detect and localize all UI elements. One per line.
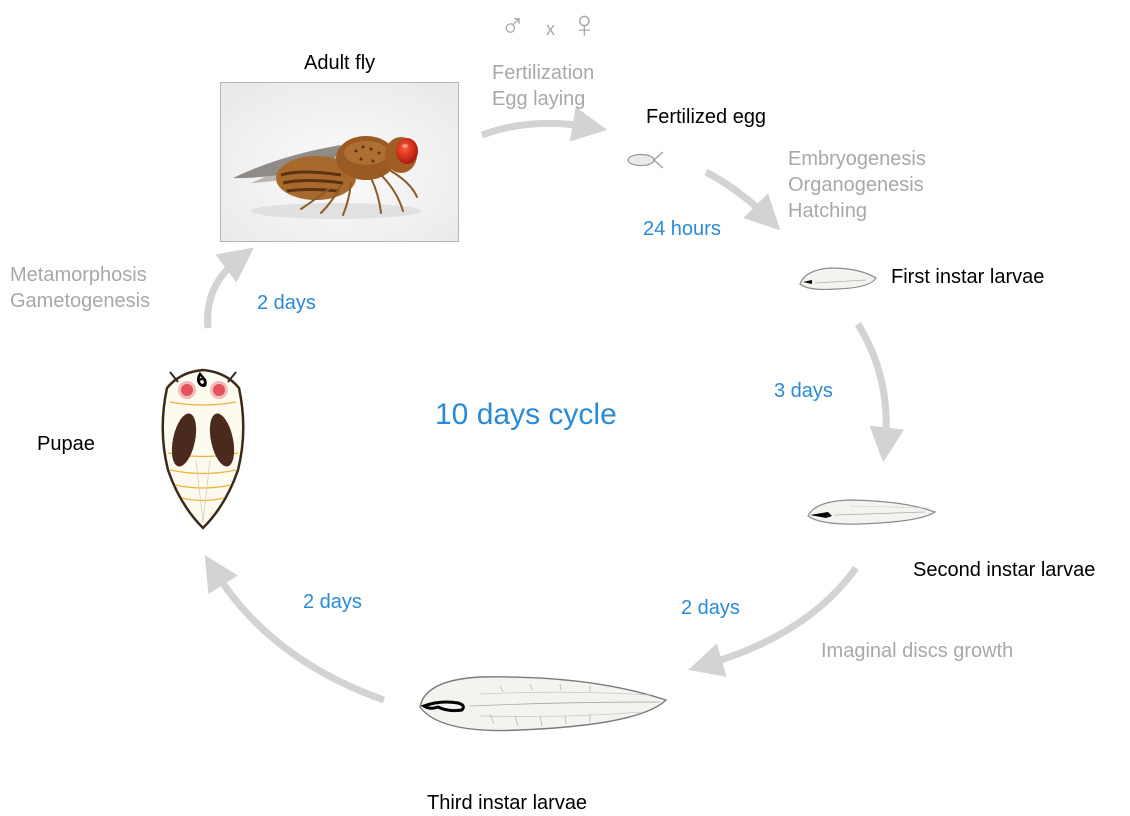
process-metamorphosis: Metamorphosis Gametogenesis	[10, 262, 150, 314]
second-instar-larva-icon	[808, 500, 935, 524]
cross-x-label: x	[546, 16, 555, 42]
duration-third-to-pupae: 2 days	[303, 590, 362, 615]
stage-label-third-instar: Third instar larvae	[427, 791, 587, 816]
stage-label-pupae: Pupae	[37, 432, 95, 457]
pupa-icon	[163, 370, 244, 528]
male-symbol: ♂	[500, 6, 526, 46]
center-title: 10 days cycle	[435, 396, 617, 434]
female-symbol: ♀	[570, 2, 599, 48]
process-embryogenesis: Embryogenesis Organogenesis Hatching	[788, 146, 926, 224]
stage-label-fertilized-egg: Fertilized egg	[646, 105, 766, 130]
arrow-egg-to-first-instar	[706, 172, 768, 218]
arrow-first-to-second-instar	[858, 324, 886, 445]
stage-label-first-instar: First instar larvae	[891, 265, 1044, 290]
process-line: Organogenesis	[788, 172, 926, 198]
process-imaginal-discs: Imaginal discs growth	[821, 638, 1013, 664]
process-line: Fertilization	[492, 60, 594, 86]
stage-label-second-instar: Second instar larvae	[913, 558, 1095, 583]
adult-fly-photo	[221, 83, 459, 242]
process-line: Hatching	[788, 198, 926, 224]
process-line: Embryogenesis	[788, 146, 926, 172]
duration-first-to-second: 3 days	[774, 379, 833, 404]
egg-icon	[628, 152, 663, 168]
duration-pupae-to-adult: 2 days	[257, 291, 316, 316]
arrow-adult-to-egg	[482, 123, 590, 135]
process-line: Egg laying	[492, 86, 594, 112]
arrow-pupae-to-adult	[208, 258, 240, 328]
first-instar-larva-icon	[800, 268, 876, 289]
third-instar-larva-icon	[420, 677, 666, 731]
stage-label-adult-fly: Adult fly	[304, 51, 375, 76]
duration-second-to-third: 2 days	[681, 596, 740, 621]
duration-egg-to-first: 24 hours	[643, 217, 721, 242]
process-line: Metamorphosis	[10, 262, 150, 288]
process-fertilization: Fertilization Egg laying	[492, 60, 594, 112]
process-line: Imaginal discs growth	[821, 638, 1013, 664]
adult-fly-photo-frame	[220, 82, 459, 242]
process-line: Gametogenesis	[10, 288, 150, 314]
